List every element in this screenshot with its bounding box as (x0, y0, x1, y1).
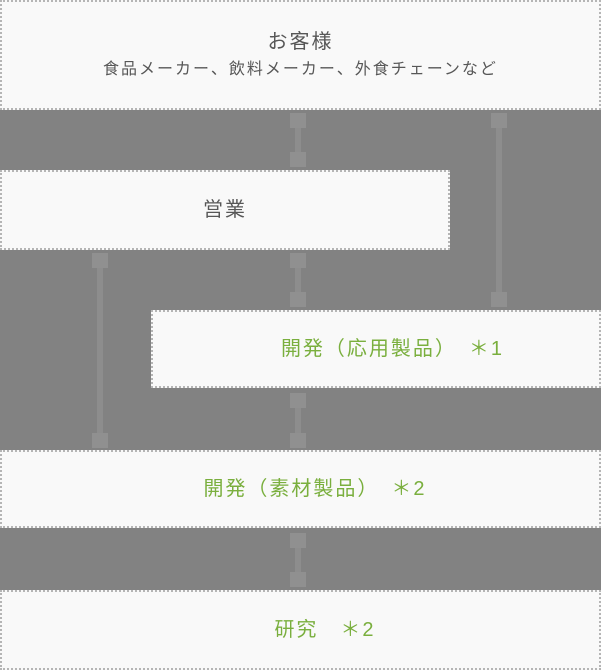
connector-node-top (290, 533, 306, 548)
connector-node-bottom (290, 292, 306, 307)
connector-node-bottom (491, 292, 507, 307)
connector-dev-material-research (290, 533, 306, 587)
dev-applied-label: 開発（応用製品） ＊1 (280, 338, 505, 360)
connector-node-bottom (92, 433, 108, 448)
box-customers: お客様 食品メーカー、飲料メーカー、外食チェーンなど (0, 0, 601, 110)
connector-node-top (491, 113, 507, 128)
connector-node-top (290, 253, 306, 268)
connector-node-bottom (290, 152, 306, 167)
connector-line (496, 113, 502, 307)
connector-node-bottom (290, 433, 306, 448)
connector-node-top (290, 393, 306, 408)
research-label: 研究 ＊2 (274, 619, 376, 641)
dev-material-label: 開発（素材製品） ＊2 (203, 478, 427, 500)
connector-sales-dev-applied (290, 253, 306, 307)
box-dev-material: 開発（素材製品） ＊2 (0, 450, 601, 528)
customers-title: お客様 (267, 31, 334, 53)
connector-line (295, 533, 301, 587)
connector-node-bottom (290, 572, 306, 587)
box-sales: 営業 (0, 170, 450, 250)
box-dev-applied: 開発（応用製品） ＊1 (151, 310, 601, 388)
connector-customers-sales (290, 113, 306, 167)
connector-sales-dev-material (92, 253, 108, 448)
connector-line (97, 253, 103, 448)
connector-node-top (290, 113, 306, 128)
connector-customers-dev-applied (491, 113, 507, 307)
customers-subtitle: 食品メーカー、飲料メーカー、外食チェーンなど (103, 61, 498, 78)
connector-dev-applied-dev-material (290, 393, 306, 448)
connector-line (295, 113, 301, 167)
connector-node-top (92, 253, 108, 268)
connector-line (295, 393, 301, 448)
box-research: 研究 ＊2 (0, 590, 601, 670)
sales-label: 営業 (203, 199, 247, 221)
connector-line (295, 253, 301, 307)
